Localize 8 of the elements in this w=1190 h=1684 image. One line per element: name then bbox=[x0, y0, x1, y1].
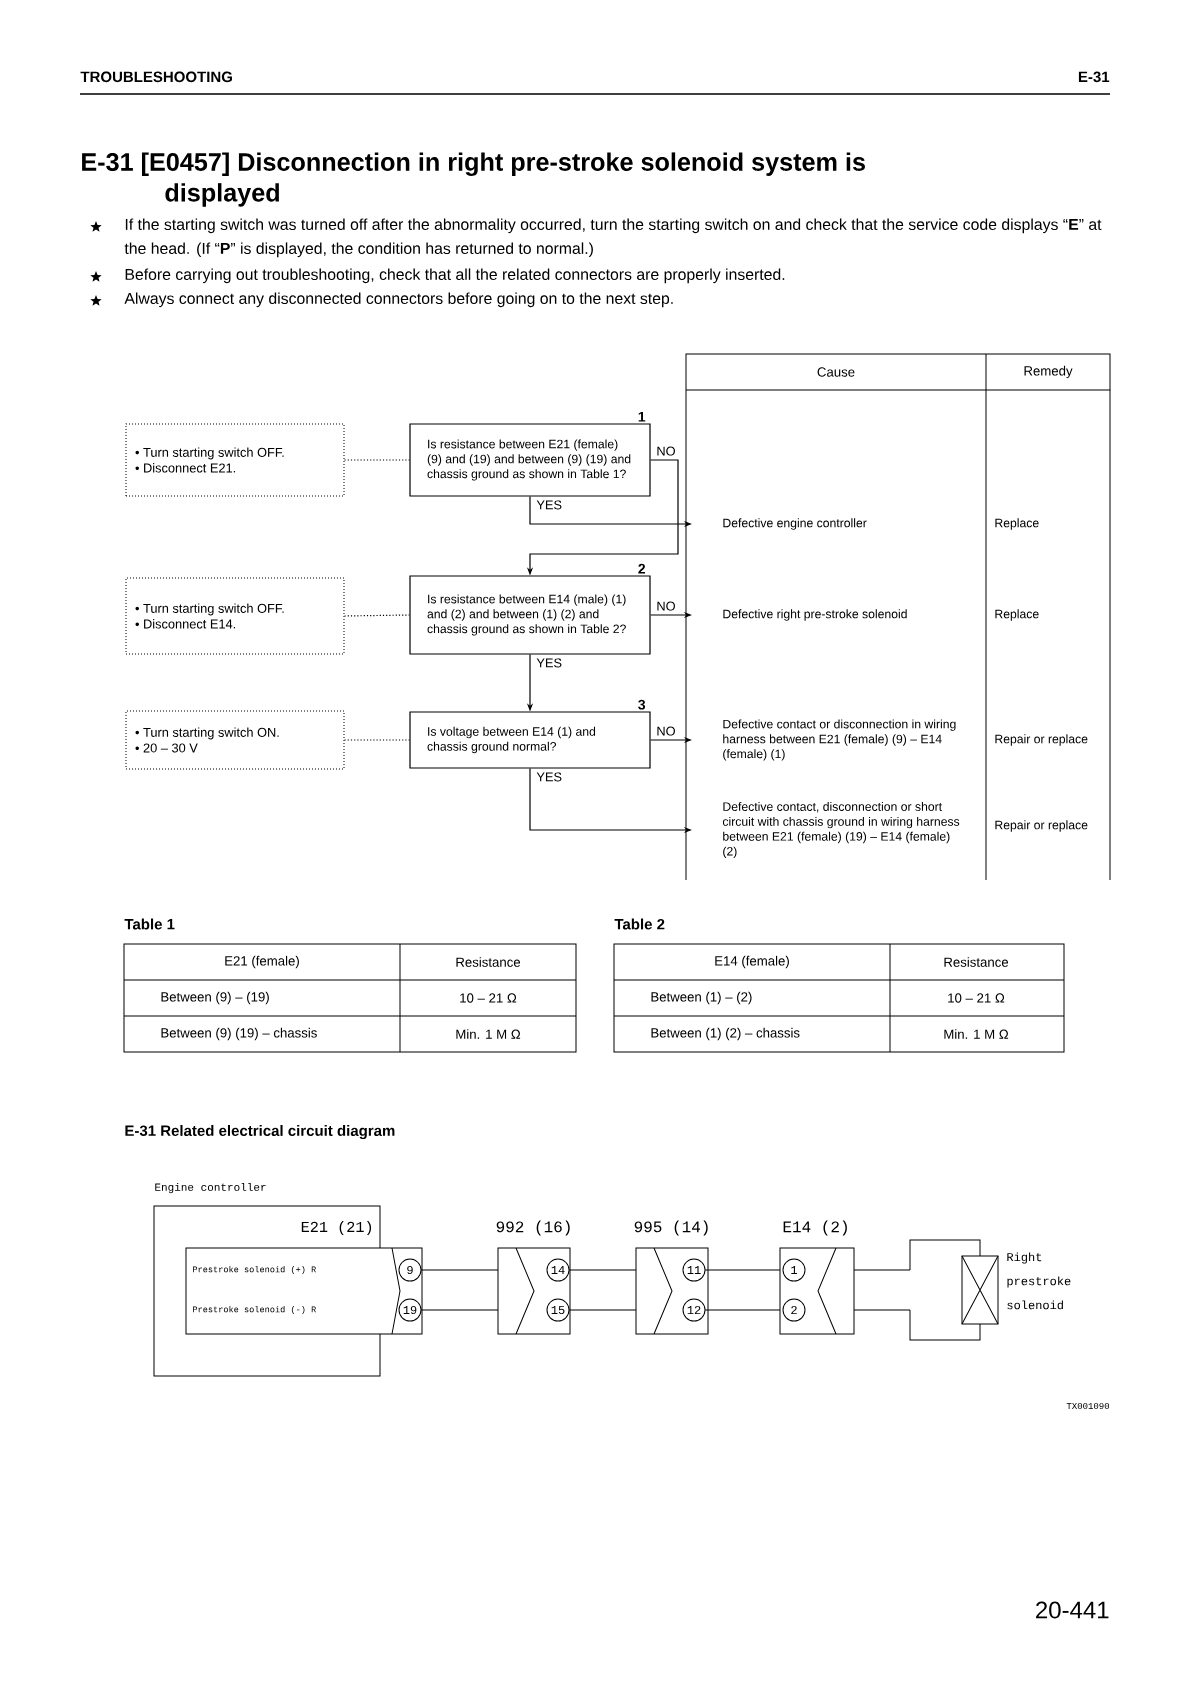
page-number: 20-441 bbox=[1036, 1601, 1109, 1619]
dotted-line bbox=[343, 459, 410, 461]
connector-label: 992 (16) bbox=[496, 1220, 570, 1236]
dotted-line bbox=[343, 739, 410, 741]
connector-label: E14 (2) bbox=[783, 1220, 847, 1236]
title: E-31 [E0457] Disconnection in right pre-stroke solenoid system is displayed bbox=[82, 152, 865, 207]
dotted-line bbox=[343, 614, 410, 617]
connector-label: 995 (14) bbox=[634, 1220, 708, 1236]
